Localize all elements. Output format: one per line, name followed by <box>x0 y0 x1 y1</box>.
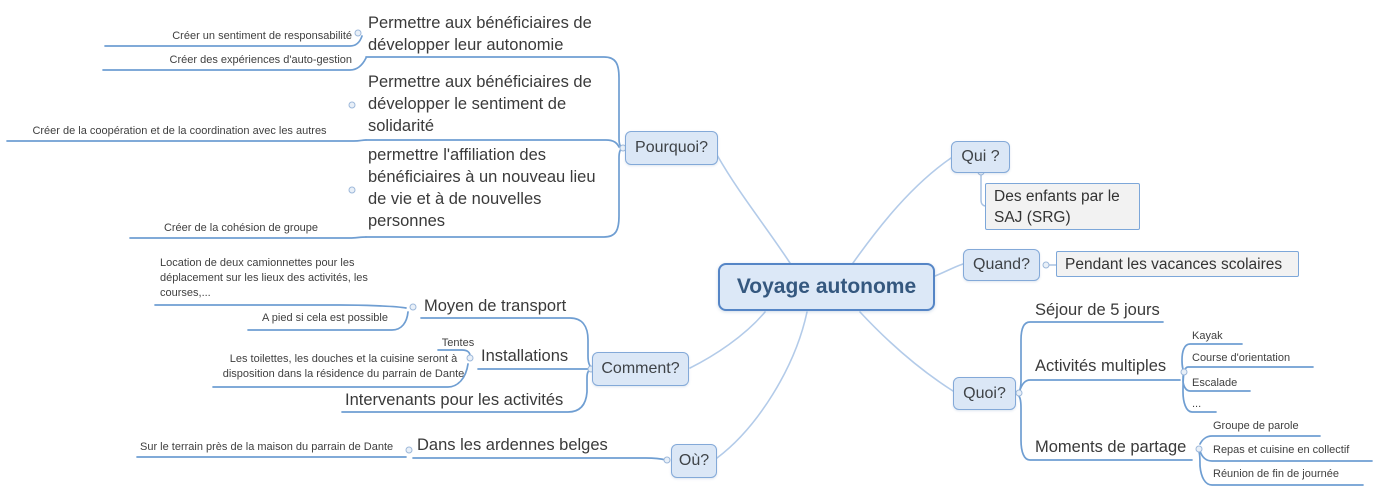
node-camionnettes[interactable]: Location de deux camionnettes pour les d… <box>160 257 368 299</box>
node-sejour[interactable]: Séjour de 5 jours <box>1035 301 1160 319</box>
node-anchors <box>348 29 1203 464</box>
node-pourquoi-autonomie[interactable]: Permettre aux bénéficiaires de développe… <box>368 14 592 54</box>
node-pourquoi-affiliation[interactable]: permettre l'affiliation des bénéficiaire… <box>368 146 596 230</box>
node-reunion-journee[interactable]: Réunion de fin de journée <box>1213 468 1339 480</box>
node-terrain[interactable]: Sur le terrain près de la maison du parr… <box>140 441 394 453</box>
node-autogestion[interactable]: Créer des expériences d'auto-gestion <box>169 54 352 66</box>
node-kayak[interactable]: Kayak <box>1192 330 1223 342</box>
node-activites[interactable]: Activités multiples <box>1035 357 1167 375</box>
node-cooperation[interactable]: Créer de la coopération et de la coordin… <box>32 125 327 137</box>
node-escalade[interactable]: Escalade <box>1192 377 1238 389</box>
node-course-orientation[interactable]: Course d'orientation <box>1192 352 1291 364</box>
node-pourquoi-solidarite[interactable]: Permettre aux bénéficiaires de développe… <box>368 73 592 135</box>
node-quoi[interactable]: Quoi? <box>953 377 1016 410</box>
node-qui-enfants[interactable]: Des enfants par le SAJ (SRG) <box>985 183 1140 230</box>
node-intervenants[interactable]: Intervenants pour les activités <box>345 391 564 409</box>
node-activites-etc[interactable]: ... <box>1192 398 1202 410</box>
node-pourquoi[interactable]: Pourquoi? <box>625 131 718 165</box>
node-qui[interactable]: Qui ? <box>951 141 1010 173</box>
node-tentes[interactable]: Tentes <box>441 337 475 349</box>
node-moments-partage[interactable]: Moments de partage <box>1035 438 1187 456</box>
node-repas-cuisine[interactable]: Repas et cuisine en collectif <box>1213 444 1350 456</box>
node-comment[interactable]: Comment? <box>592 352 689 386</box>
center-branch-curves <box>689 154 964 459</box>
node-responsabilite[interactable]: Créer un sentiment de responsabilité <box>172 30 352 42</box>
node-toilettes[interactable]: Les toilettes, les douches et la cuisine… <box>222 353 465 380</box>
node-moyen-transport[interactable]: Moyen de transport <box>424 297 567 315</box>
node-groupe-parole[interactable]: Groupe de parole <box>1213 420 1299 432</box>
node-a-pied[interactable]: A pied si cela est possible <box>262 312 388 324</box>
node-ardennes[interactable]: Dans les ardennes belges <box>417 436 608 454</box>
node-ou[interactable]: Où? <box>671 444 717 478</box>
node-quand[interactable]: Quand? <box>963 249 1040 281</box>
node-central[interactable]: Voyage autonome <box>718 263 935 311</box>
node-installations[interactable]: Installations <box>481 347 569 365</box>
node-cohesion[interactable]: Créer de la cohésion de groupe <box>163 222 319 234</box>
node-quand-vacances[interactable]: Pendant les vacances scolaires <box>1056 251 1299 277</box>
